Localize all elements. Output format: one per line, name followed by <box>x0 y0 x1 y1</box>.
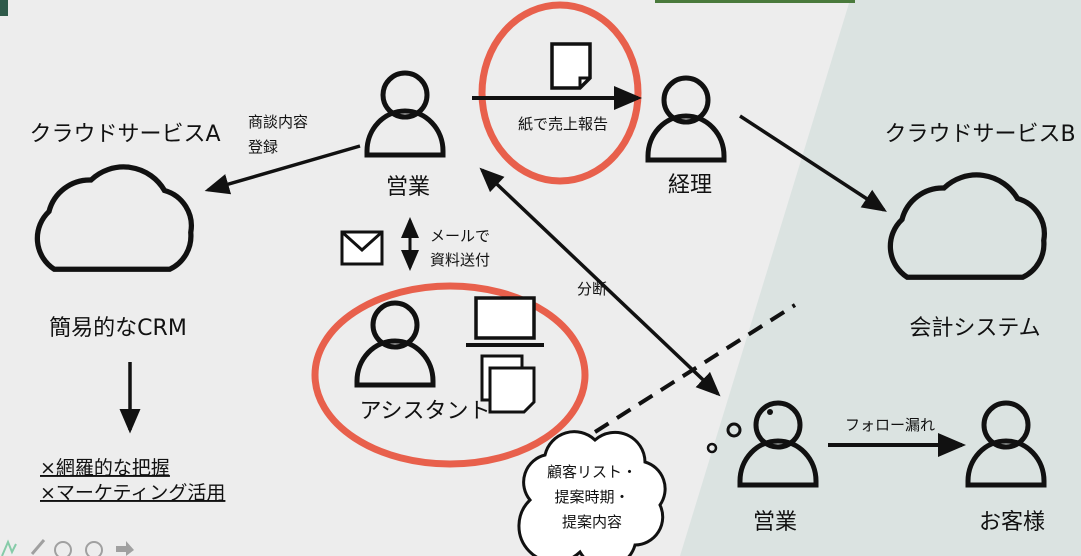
person-label-assistant: アシスタント <box>359 399 490 424</box>
cloud-b-label: 会計システム <box>909 316 1040 341</box>
person-label-sales-bottom: 営業 <box>753 510 797 535</box>
person-label-sales-top: 営業 <box>386 175 430 200</box>
pen-icon <box>1 539 17 556</box>
person-label-customer: お客様 <box>979 510 1045 535</box>
cloud-a-title: クラウドサービスA <box>29 122 220 147</box>
dashed-divider <box>593 303 797 434</box>
accent-bar <box>655 0 855 3</box>
corner-marker <box>0 0 8 16</box>
thought-dot <box>706 442 718 454</box>
edge-label-mail: 資料送付 <box>430 251 490 269</box>
slide-toolbar[interactable] <box>1 539 134 556</box>
next-icon <box>116 541 134 556</box>
issue-item: ×マーケティング活用 <box>40 482 225 504</box>
mail-icon <box>340 230 384 266</box>
person-icon <box>367 73 443 155</box>
cloud-icon <box>37 167 191 269</box>
right-panel-bg <box>680 0 1081 556</box>
cloud-b-title: クラウドサービスB <box>884 122 1075 147</box>
arrow-disconnect <box>479 167 721 397</box>
issue-item: ×網羅的な把握 <box>40 457 170 479</box>
edge-label-mail: メールで <box>430 227 490 245</box>
highlight-circle-report <box>478 1 642 185</box>
arrow-deal-register <box>204 144 361 195</box>
person-label-accounting: 経理 <box>668 173 712 198</box>
person-icon <box>648 78 724 160</box>
edge-label-deal-register: 商談内容 <box>248 113 308 131</box>
thought-cloud <box>517 430 667 556</box>
edge-label-paper-report: 紙で売上報告 <box>518 115 608 133</box>
edge-label-disconnect: 分断 <box>577 280 607 298</box>
edge-label-deal-register: 登録 <box>248 138 278 156</box>
edge-label-follow-miss: フォロー漏れ <box>845 416 935 434</box>
document-icon <box>550 42 592 90</box>
thought-line: 提案時期・ <box>554 488 629 506</box>
thought-dot <box>726 422 742 438</box>
person-icon <box>357 303 433 385</box>
eye-dot <box>767 409 773 415</box>
slides-icon <box>54 541 72 556</box>
arrow-accounting-system <box>739 114 887 212</box>
thought-line: 提案内容 <box>562 513 622 531</box>
more-icon <box>85 541 103 556</box>
laptop-icon <box>466 296 544 347</box>
cloud-a-label: 簡易的なCRM <box>49 316 187 341</box>
thought-line: 顧客リスト・ <box>547 463 637 481</box>
pencil-icon <box>30 539 46 555</box>
documents-icon <box>480 354 536 414</box>
